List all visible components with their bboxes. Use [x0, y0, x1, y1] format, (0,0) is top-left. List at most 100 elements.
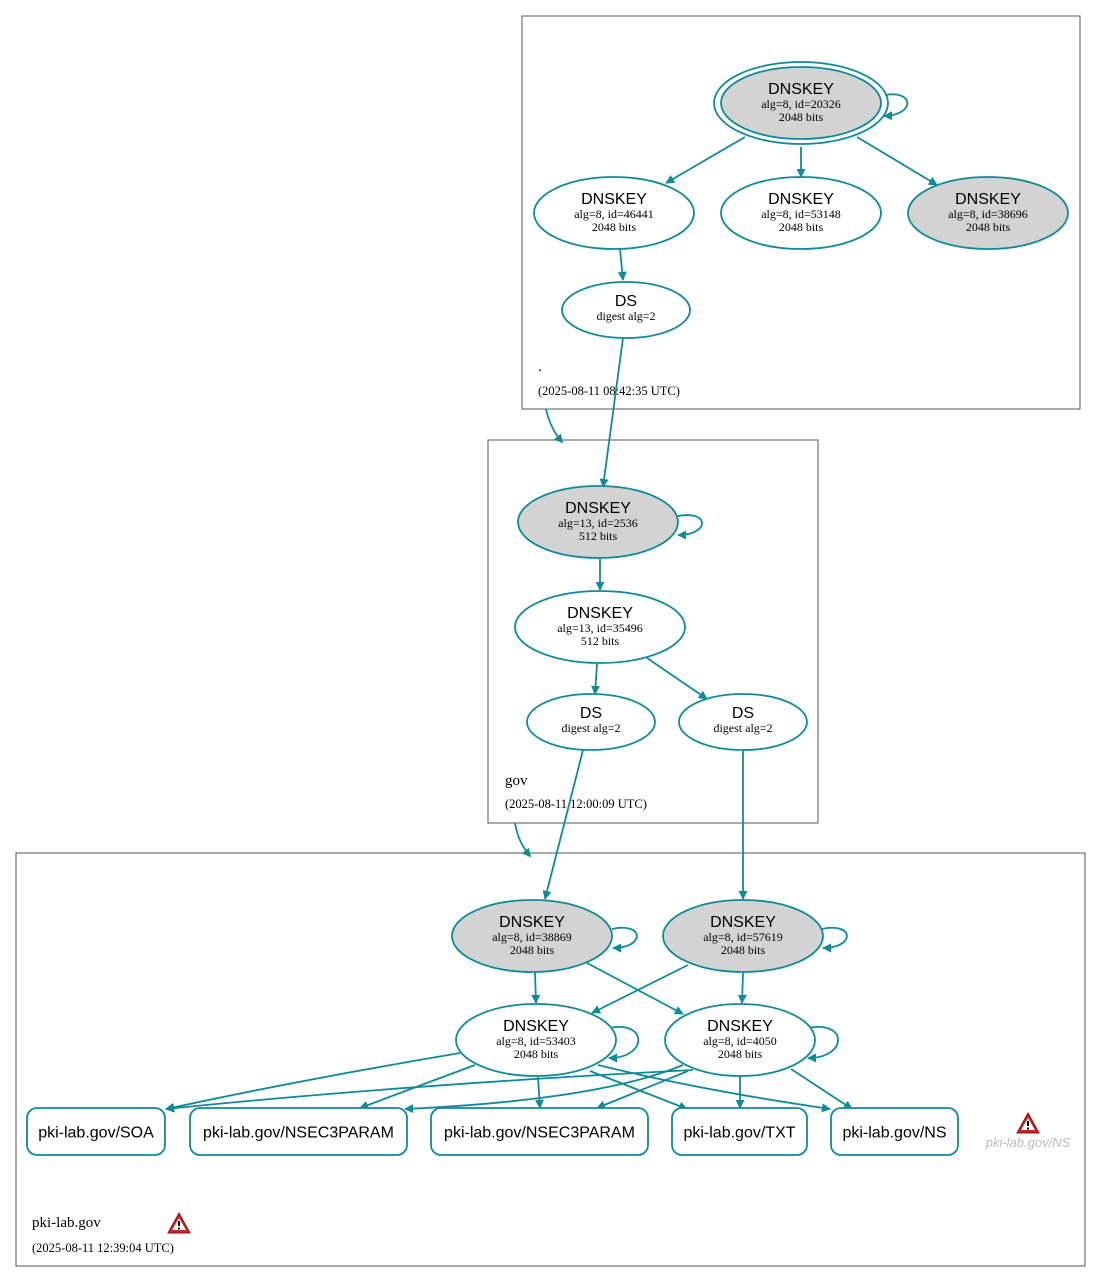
node-title: DS: [580, 705, 602, 722]
node-ellipse: [678, 693, 808, 751]
node-size: 2048 bits: [721, 943, 766, 957]
node-detail: alg=13, id=35496: [557, 621, 643, 635]
node-detail: alg=8, id=53148: [761, 207, 841, 221]
rrset-soa[interactable]: pki-lab.gov/SOA: [26, 1107, 166, 1156]
node-outer-ring: [713, 61, 889, 145]
node-ellipse: [662, 899, 824, 973]
edge-2: [856, 136, 938, 186]
zone-root-name: .: [538, 359, 542, 375]
node-title: DNSKEY: [955, 191, 1021, 208]
node-ellipse: [526, 693, 656, 751]
edge-12: [591, 964, 689, 1014]
edges: [165, 93, 938, 1114]
zone-root-box: [521, 15, 1081, 410]
node-ellipse: [561, 281, 691, 339]
ghost-rrset: pki-lab.gov/NS: [985, 1111, 1071, 1150]
rrset-nsec3param-1[interactable]: pki-lab.gov/NSEC3PARAM: [189, 1107, 408, 1156]
edge-19: [404, 1064, 684, 1114]
rrset-label: pki-lab.gov/NSEC3PARAM: [203, 1125, 394, 1142]
zone-warning-icon: [167, 1211, 191, 1234]
zone-pki-timestamp: (2025-08-11 12:39:04 UTC): [32, 1241, 174, 1255]
node-title: DNSKEY: [565, 500, 631, 517]
delegation-gov-to-pki: [514, 822, 532, 858]
rrset-label: pki-lab.gov/SOA: [38, 1125, 154, 1142]
zone-gov-timestamp: (2025-08-11 12:00:09 UTC): [505, 797, 647, 811]
ghost-rrset-label: pki-lab.gov/NS: [985, 1135, 1071, 1150]
edge-14: [165, 1052, 461, 1112]
rrsets: pki-lab.gov/SOA pki-lab.gov/NSEC3PARAM pki…: [26, 1107, 959, 1156]
rrset-box: [830, 1107, 959, 1156]
node-size: 512 bits: [579, 529, 618, 543]
edge-22: [790, 1068, 853, 1110]
rrset-box: [671, 1107, 808, 1156]
edge-3: [617, 248, 627, 281]
zone-root-timestamp: (2025-08-11 08:42:35 UTC): [538, 384, 680, 398]
rrset-box: [189, 1107, 408, 1156]
rrset-txt[interactable]: pki-lab.gov/TXT: [671, 1107, 808, 1156]
warning-icon: [1016, 1111, 1040, 1134]
edge-6: [591, 663, 601, 695]
node-ellipse: [720, 176, 882, 250]
node-title: DNSKEY: [707, 1018, 773, 1035]
zone-pki-box: [15, 852, 1086, 1267]
node-detail: alg=13, id=2536: [558, 516, 638, 530]
edge-10: [531, 972, 541, 1004]
node-title: DNSKEY: [710, 914, 776, 931]
edge-4: [599, 337, 624, 488]
node-ellipse: [455, 1003, 617, 1077]
node-detail: alg=8, id=46441: [574, 207, 654, 221]
edge-18: [597, 1064, 831, 1113]
node-title: DNSKEY: [581, 191, 647, 208]
self-loop-edge-25: [677, 514, 703, 540]
self-loop-edge-27: [821, 926, 848, 953]
edge-8: [542, 749, 584, 900]
node-title: DNSKEY: [567, 605, 633, 622]
node-detail: digest alg=2: [561, 721, 620, 735]
self-loop-edge-24: [883, 93, 909, 121]
rrset-label: pki-lab.gov/NSEC3PARAM: [444, 1125, 635, 1142]
node-detail: alg=8, id=57619: [703, 930, 783, 944]
edge-7: [646, 657, 708, 700]
self-loop-edge-28: [608, 1026, 639, 1063]
node-ellipse: [720, 66, 882, 140]
rrset-nsec3param-2[interactable]: pki-lab.gov/NSEC3PARAM: [430, 1107, 649, 1156]
node-size: 2048 bits: [718, 1047, 763, 1061]
rrset-ns[interactable]: pki-lab.gov/NS: [830, 1107, 959, 1156]
edge-23: [165, 1069, 694, 1113]
rrset-box: [430, 1107, 649, 1156]
node-detail: alg=8, id=38869: [492, 930, 572, 944]
node-size: 2048 bits: [592, 220, 637, 234]
node-detail: alg=8, id=38696: [948, 207, 1028, 221]
node-ellipse: [907, 176, 1069, 250]
node-size: 2048 bits: [779, 220, 824, 234]
edge-16: [534, 1076, 544, 1109]
node-ellipse: [451, 899, 613, 973]
node-title: DNSKEY: [503, 1018, 569, 1035]
node-ellipse: [533, 176, 695, 250]
node-detail: digest alg=2: [596, 309, 655, 323]
node-size: 2048 bits: [514, 1047, 559, 1061]
node-detail: digest alg=2: [713, 721, 772, 735]
zone-gov-box: [487, 439, 819, 824]
node-detail: alg=8, id=4050: [703, 1034, 777, 1048]
node-size: 2048 bits: [966, 220, 1011, 234]
node-size: 512 bits: [581, 634, 620, 648]
node-detail: alg=8, id=53403: [496, 1034, 576, 1048]
edge-17: [589, 1070, 688, 1111]
node-title: DNSKEY: [768, 81, 834, 98]
